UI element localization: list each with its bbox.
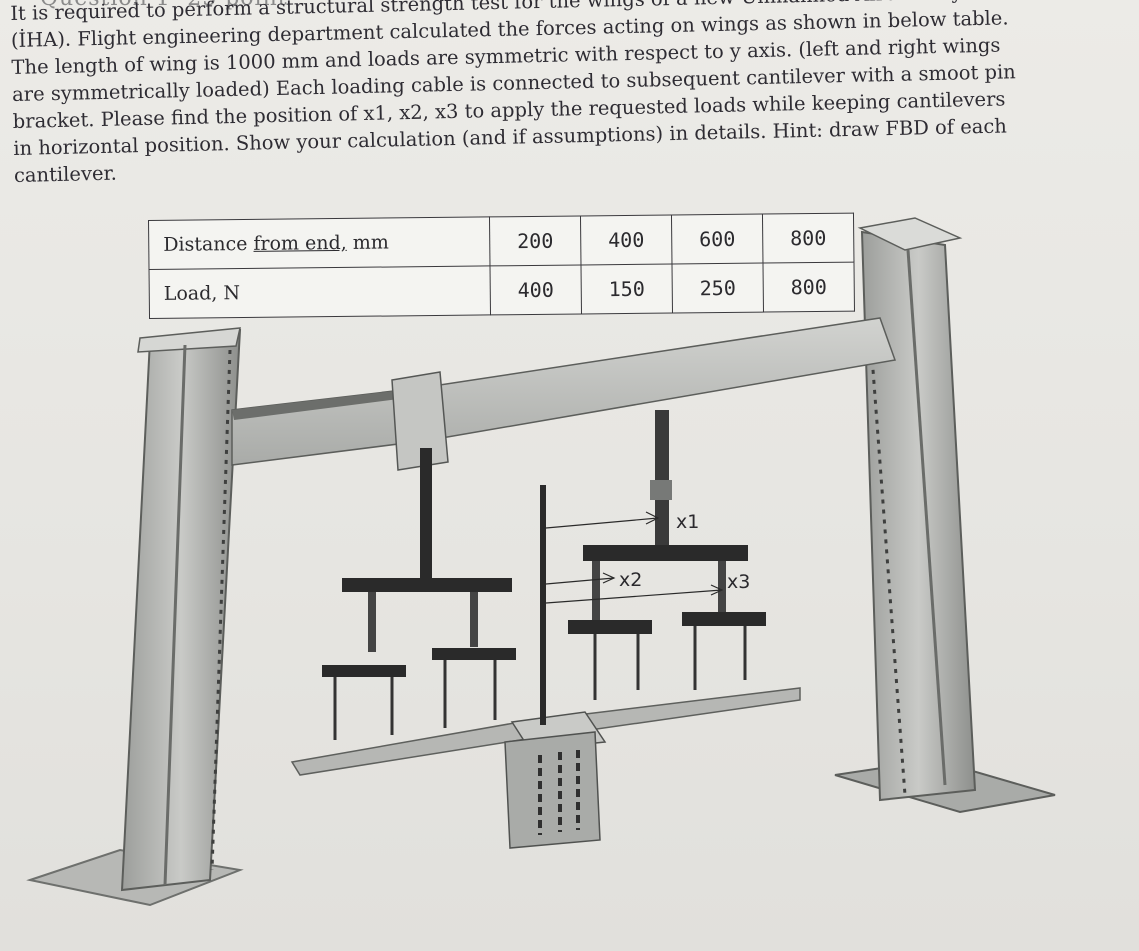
load-cell: 250 [671,263,764,314]
x1-label: x1 [676,511,699,533]
load-cell: 400 [489,264,582,315]
table-row: Load, N 400 150 250 800 [149,262,855,319]
load-cell: 800 [762,262,855,313]
hanger-rods [420,410,672,578]
right-column [834,217,1056,814]
x3-label: x3 [727,571,750,593]
distance-label-suffix: mm [346,231,389,254]
dimension-lines [545,511,724,604]
center-fixture [504,485,607,849]
distance-cell: 400 [580,215,672,265]
right-cantilever-tree [568,545,766,700]
load-table: Distance from end, mm 200 400 600 800 Lo… [148,212,855,319]
distance-row-header: Distance from end, mm [148,216,490,270]
left-column [26,327,244,907]
load-row-header: Load, N [149,265,491,319]
distance-cell: 800 [762,213,854,264]
distance-cell: 200 [489,215,581,266]
distance-label-underlined: from end, [253,231,347,255]
distance-cell: 600 [671,214,763,265]
left-cantilever-tree [322,578,516,740]
x2-label: x2 [619,569,642,591]
question-heading: Question 1- 25 point [40,0,288,11]
table-row: Distance from end, mm 200 400 600 800 [148,213,854,270]
distance-label-prefix: Distance [163,232,254,256]
top-beam [231,317,897,471]
load-cell: 150 [580,264,673,314]
